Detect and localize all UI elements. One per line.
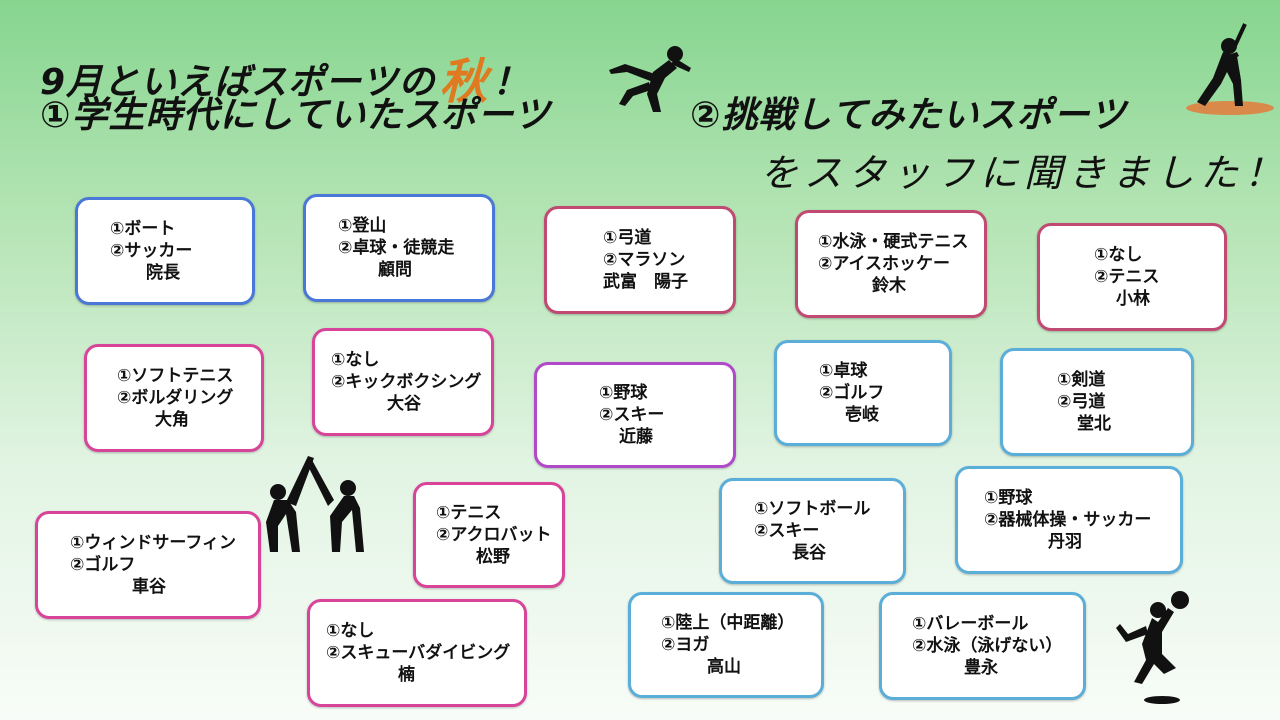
staff-card-suzuki: ①水泳・硬式テニス ②アイスホッケー 鈴木: [795, 210, 987, 318]
question-1: ①学生時代にしていたスポーツ: [40, 95, 551, 136]
staff-card-takayama: ①陸上（中距離） ②ヨガ 高山: [628, 592, 824, 698]
staff-card-toyonaga: ①バレーボール ②水泳（泳げない） 豊永: [879, 592, 1086, 700]
staff-card-matsuno: ①テニス ②アクロバット 松野: [413, 482, 565, 588]
staff-card-taketomi: ①弓道 ②マラソン 武富 陽子: [544, 206, 736, 314]
baseball-batter-icon: [1186, 23, 1274, 115]
aki-character: 秋: [439, 54, 489, 110]
staff-card-otani: ①なし ②キックボクシング 大谷: [312, 328, 494, 436]
staff-card-osumi: ①ソフトテニス ②ボルダリング 大角: [84, 344, 264, 452]
question-2: ②挑戦してみたいスポーツ: [690, 95, 1127, 136]
title-line-1: 9月といえばスポーツの秋！: [40, 54, 530, 110]
staff-card-niwa: ①野球 ②器械体操・サッカー 丹羽: [955, 466, 1183, 574]
staff-card-kobayashi: ①なし ②テニス 小林: [1037, 223, 1227, 331]
staff-card-kurumatani: ①ウィンドサーフィン ②ゴルフ 車谷: [35, 511, 261, 619]
basketball-player-icon: [1116, 591, 1189, 704]
staff-card-incho: ①ボート ②サッカー 院長: [75, 197, 255, 305]
staff-card-komon: ①登山 ②卓球・徒競走 顧問: [303, 194, 495, 302]
staff-card-kondo: ①野球 ②スキー 近藤: [534, 362, 736, 468]
staff-card-dokita: ①剣道 ②弓道 堂北: [1000, 348, 1194, 456]
kicking-silhouette-icon: [609, 46, 691, 112]
staff-card-hase: ①ソフトボール ②スキー 長谷: [719, 478, 906, 584]
title-line-3: をスタッフに聞きました！: [760, 151, 1280, 195]
martial-arts-pair-icon: [266, 456, 364, 552]
staff-card-kusunoki: ①なし ②スキューバダイビング 楠: [307, 599, 527, 707]
staff-card-iki: ①卓球 ②ゴルフ 壱岐: [774, 340, 952, 446]
